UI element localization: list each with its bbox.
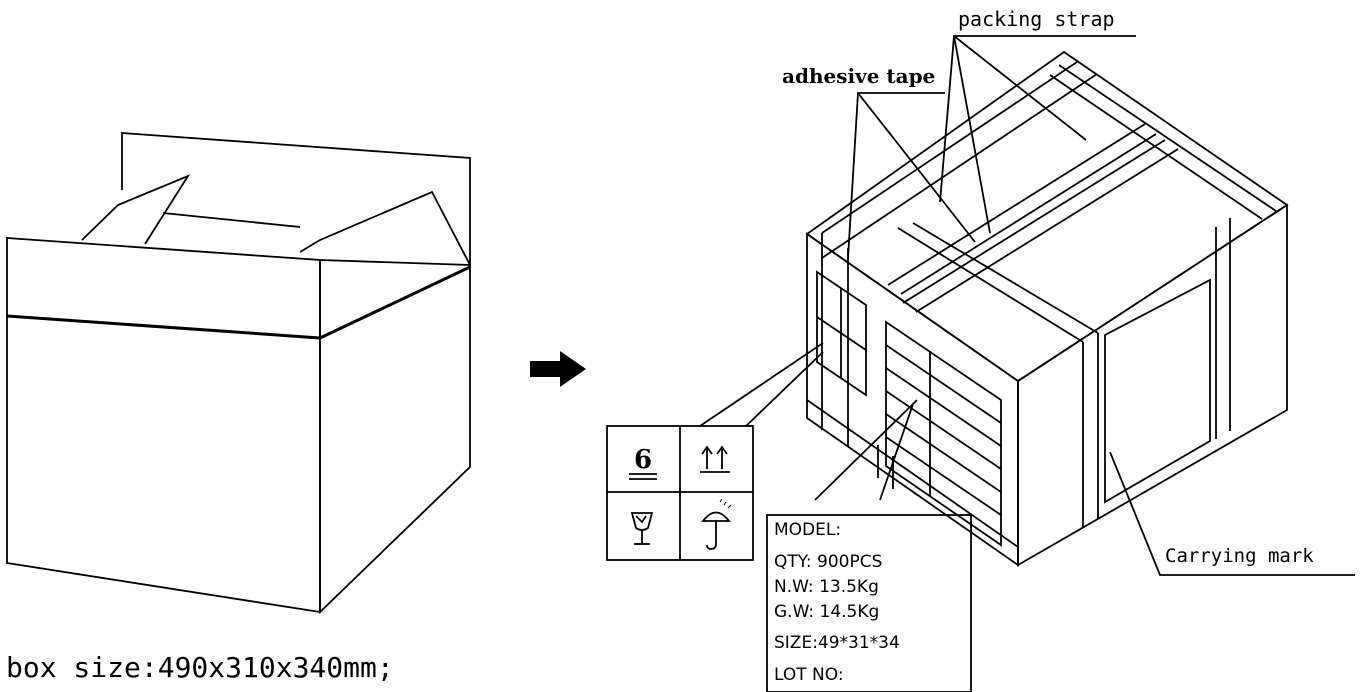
open-carton-drawing [6, 132, 471, 615]
arrow-right-icon [530, 351, 586, 387]
leader-lines [699, 35, 1355, 576]
label-qty: QTY: 900PCS [774, 552, 882, 572]
carrying-mark-label: Carrying mark [1165, 545, 1314, 567]
label-model: MODEL: [774, 520, 841, 540]
shipping-label: MODEL: QTY: 900PCS N.W: 13.5Kg G.W: 14.5… [766, 514, 972, 692]
stack-limit-number: 6 [634, 445, 652, 475]
keep-dry-umbrella-icon [701, 498, 732, 550]
label-size: SIZE:49*31*34 [774, 633, 900, 653]
this-way-up-icon [700, 445, 730, 473]
packing-strap-label: packing strap [958, 7, 1115, 31]
label-lot-number: LOT NO: [774, 665, 844, 685]
box-size-caption: box size:490x310x340mm; [6, 651, 394, 684]
adhesive-tape-label: adhesive tape [782, 64, 935, 88]
fragile-glass-icon [630, 512, 654, 545]
stack-limit-6-icon: 6 [629, 445, 657, 480]
handling-icons-box [606, 425, 754, 561]
label-net-weight: N.W: 13.5Kg [774, 577, 879, 597]
label-gross-weight: G.W: 14.5Kg [774, 602, 879, 622]
sealed-carton-drawing [805, 50, 1289, 567]
